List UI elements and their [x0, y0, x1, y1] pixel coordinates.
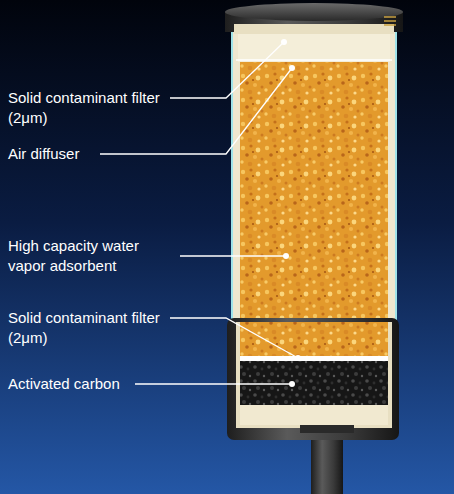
- leader-dot: [289, 65, 295, 71]
- callout-label: Activated carbon: [8, 374, 183, 394]
- leader-dot: [283, 253, 289, 259]
- callout-label: High capacity water vapor adsorbent: [8, 236, 168, 276]
- callout-label: Solid contaminant filter (2μm): [8, 308, 183, 348]
- top-filter-layer: [238, 30, 390, 62]
- adsorbent-granules: [240, 62, 388, 330]
- vent-slot: [384, 24, 396, 26]
- leader-line: [170, 42, 284, 98]
- air-diffuser-plate: [236, 59, 392, 61]
- leader-line: [135, 383, 292, 384]
- bottom-filter-layer: [240, 356, 388, 361]
- leader-line: [180, 255, 286, 256]
- leader-dot: [295, 355, 301, 361]
- leader-dot: [289, 381, 295, 387]
- bottom-cap: [227, 318, 399, 440]
- leader-line: [100, 68, 292, 154]
- outlet-collar: [300, 425, 354, 433]
- adsorbent-granules: [240, 322, 388, 356]
- top-cap-lid: [225, 3, 403, 21]
- bottom-cap-cutaway: [236, 322, 392, 428]
- bottom-filter-pad: [240, 405, 388, 425]
- callout-label: Solid contaminant filter (2μm): [8, 88, 183, 128]
- callout-label: Air diffuser: [8, 144, 183, 164]
- top-cap-cutaway: [234, 24, 394, 34]
- activated-carbon: [240, 361, 388, 405]
- leader-line: [170, 318, 298, 358]
- leader-dot: [281, 39, 287, 45]
- vent-slot: [384, 16, 396, 18]
- vent-slot: [384, 20, 396, 22]
